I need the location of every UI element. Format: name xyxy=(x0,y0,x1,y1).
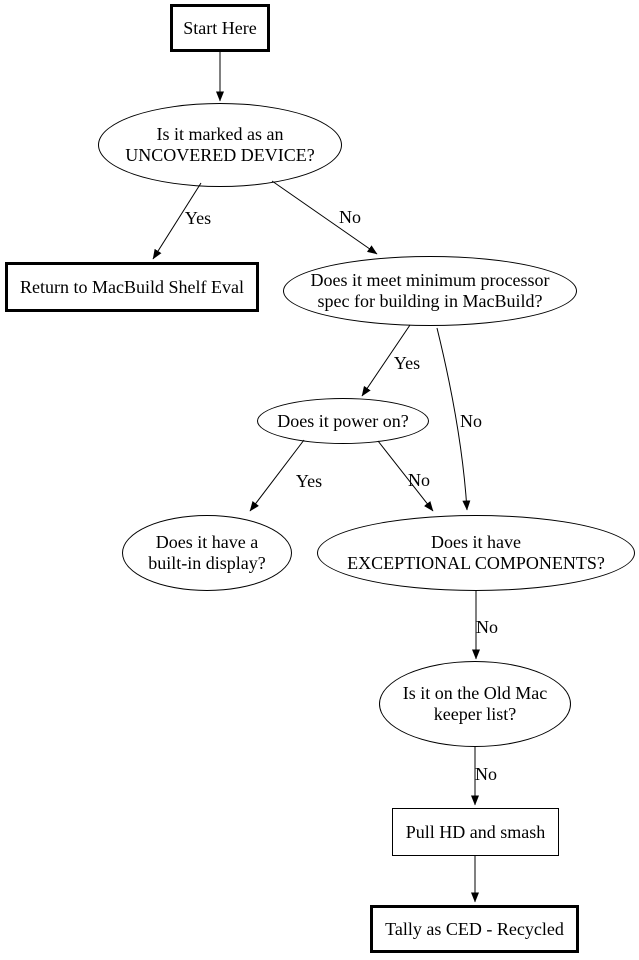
edge-uncovered-to-return-yes xyxy=(152,182,202,260)
edge-label-poweron-no: No xyxy=(408,470,430,490)
edge-label-exceptional-no: No xyxy=(476,617,498,637)
node-pull-hd-and-smash: Pull HD and smash xyxy=(392,808,559,856)
node-return-macbuild-shelf-eval: Return to MacBuild Shelf Eval xyxy=(5,262,259,312)
edge-poweron-to-display-yes xyxy=(249,439,305,512)
edge-label-processor-no: No xyxy=(460,411,482,431)
edge-uncovered-to-processor-no xyxy=(271,180,378,255)
node-built-in-display-question: Does it have a built-in display? xyxy=(122,515,292,591)
node-processor-spec-question: Does it meet minimum processor spec for … xyxy=(283,256,577,326)
edge-label-processor-yes: Yes xyxy=(393,353,421,373)
node-tally-ced-recycled: Tally as CED - Recycled xyxy=(370,905,579,953)
edge-label-uncovered-yes: Yes xyxy=(184,208,212,228)
node-old-mac-keeper-list-question: Is it on the Old Mac keeper list? xyxy=(379,661,571,747)
edge-label-poweron-yes: Yes xyxy=(295,471,323,491)
edge-label-uncovered-no: No xyxy=(339,207,361,227)
node-exceptional-components-question: Does it have EXCEPTIONAL COMPONENTS? xyxy=(317,515,635,591)
node-start-here: Start Here xyxy=(170,4,270,52)
edge-label-keeper-no: No xyxy=(475,764,497,784)
edge-processor-to-exceptional-no xyxy=(436,327,471,511)
node-power-on-question: Does it power on? xyxy=(257,398,429,444)
edge-poweron-to-exceptional-no xyxy=(377,440,434,512)
node-uncovered-device-question: Is it marked as an UNCOVERED DEVICE? xyxy=(98,103,342,187)
edge-processor-to-poweron-yes xyxy=(361,324,411,397)
